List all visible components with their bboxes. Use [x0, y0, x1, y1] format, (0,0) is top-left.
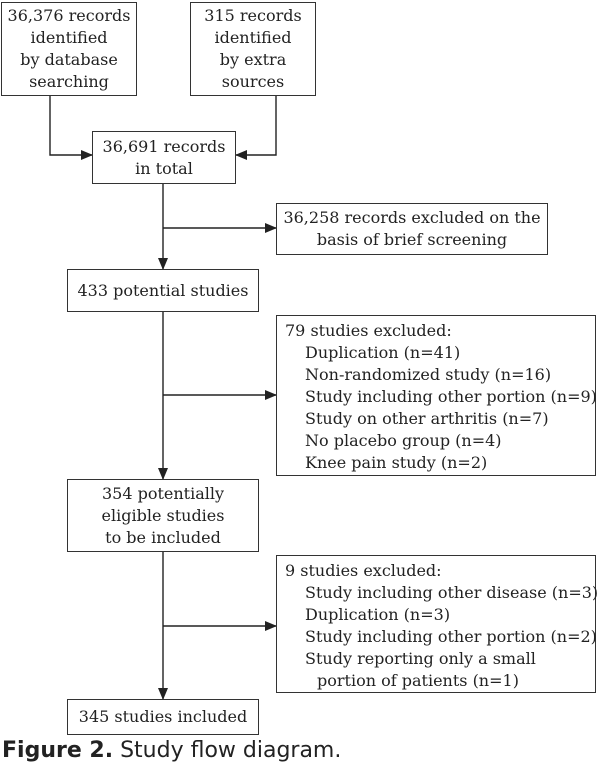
excluded-9-item: Duplication (n=3)	[305, 605, 451, 624]
potential-line-1: 433 potential studies	[77, 280, 249, 300]
excluded-79-item: Duplication (n=41)	[305, 343, 461, 362]
extra-sources-line-1: 315 records	[204, 6, 302, 25]
eligible-line-1: 354 potentially	[101, 483, 225, 503]
total-line-1: 36,691 records	[102, 136, 226, 156]
included-line-1: 345 studies included	[78, 707, 248, 726]
excluded-79-item: Knee pain study (n=2)	[305, 453, 488, 472]
excluded-79-item: Non-randomized study (n=16)	[305, 365, 552, 384]
caption-label: Figure 2.	[2, 738, 114, 763]
extra-sources-line-2: identified	[214, 28, 292, 47]
db-search-line-4: searching	[29, 72, 109, 91]
excluded-9-continuation: portion of patients (n=1)	[317, 671, 519, 690]
figure-caption: Figure 2. Study flow diagram.	[2, 738, 341, 763]
eligible-line-2: eligible studies	[101, 505, 225, 525]
db-search-line-2: identified	[30, 28, 108, 47]
excluded-79-box: 79 studies excluded: Duplication (n=41) …	[276, 315, 597, 476]
total-line-2: in total	[135, 158, 193, 178]
db-search-line-3: by database	[20, 50, 118, 69]
arrow-extra-to-total	[235, 96, 277, 160]
excluded-9-title: 9 studies excluded:	[285, 561, 442, 580]
excluded-9-box: 9 studies excluded: Study including othe…	[276, 555, 599, 693]
excluded-79-title: 79 studies excluded:	[285, 321, 452, 340]
excluded-screening-box: 36,258 records excluded on the basis of …	[276, 203, 548, 255]
excluded-screening-line-1: 36,258 records excluded on the	[283, 208, 541, 227]
extra-sources-box: 315 records identified by extra sources	[190, 2, 316, 96]
total-records-box: 36,691 records in total	[92, 131, 236, 184]
arrow-db-to-total	[49, 96, 93, 160]
extra-sources-line-3: by extra	[219, 50, 287, 69]
included-studies-box: 345 studies included	[67, 699, 259, 735]
excluded-79-item: Study on other arthritis (n=7)	[305, 409, 549, 428]
excluded-9-item: Study reporting only a small	[305, 649, 536, 668]
excluded-79-item: Study including other portion (n=9)	[305, 387, 597, 406]
eligible-studies-box: 354 potentially eligible studies to be i…	[67, 479, 259, 552]
db-search-line-1: 36,376 records	[7, 6, 131, 25]
eligible-line-3: to be included	[105, 527, 221, 547]
caption-text: Study flow diagram.	[113, 738, 342, 763]
excluded-9-item: Study including other disease (n=3)	[305, 583, 599, 602]
excluded-9-item: Study including other portion (n=2)	[305, 627, 597, 646]
db-search-box: 36,376 records identified by database se…	[1, 2, 137, 96]
excluded-79-item: No placebo group (n=4)	[305, 431, 502, 450]
potential-studies-box: 433 potential studies	[67, 269, 259, 312]
extra-sources-line-4: sources	[221, 72, 285, 91]
excluded-screening-line-2: basis of brief screening	[316, 230, 508, 249]
